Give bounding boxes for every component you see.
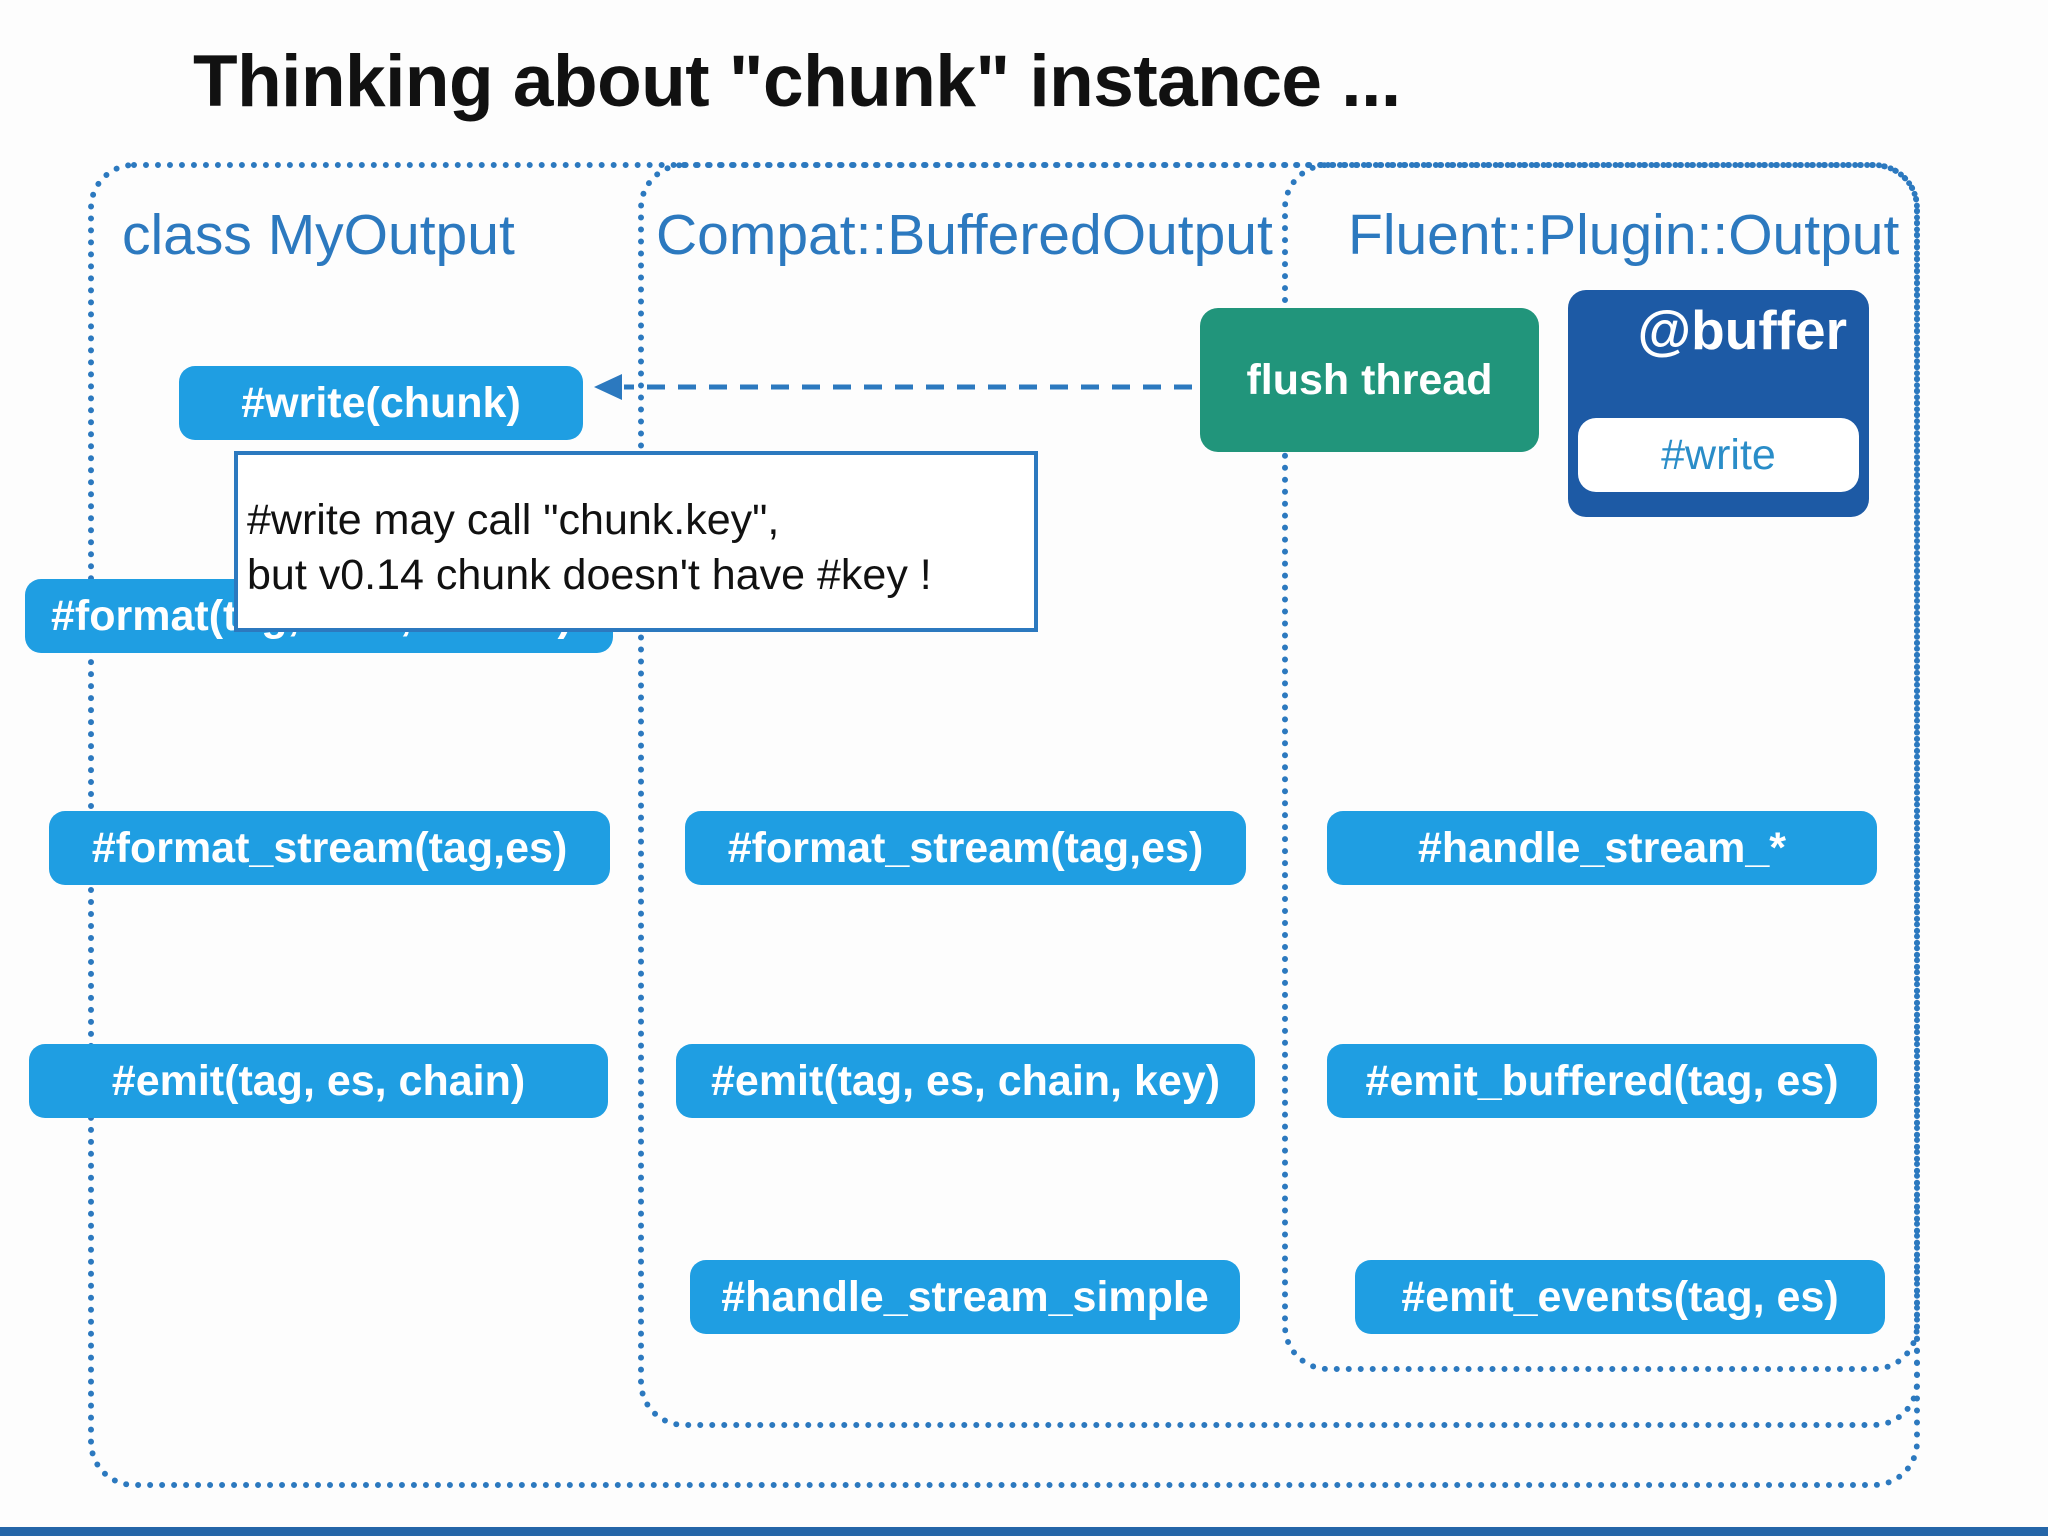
slide-title: Thinking about "chunk" instance ... <box>193 41 1401 122</box>
compat-format-stream-method: #format_stream(tag,es) <box>685 811 1246 885</box>
compat-buffered-output-label: Compat::BufferedOutput <box>656 203 1273 267</box>
fluent-handle-stream-method: #handle_stream_* <box>1327 811 1877 885</box>
compat-emit-method: #emit(tag, es, chain, key) <box>676 1044 1255 1118</box>
buffer-write-method: #write <box>1578 418 1859 492</box>
bottom-bar <box>0 1527 2048 1536</box>
fluent-plugin-output-label: Fluent::Plugin::Output <box>1348 203 1900 267</box>
fluent-emit-events-method: #emit_events(tag, es) <box>1355 1260 1885 1334</box>
my-format-stream-method: #format_stream(tag,es) <box>49 811 610 885</box>
compat-handle-stream-simple-method: #handle_stream_simple <box>690 1260 1240 1334</box>
note-line-2: but v0.14 chunk doesn't have #key ! <box>247 551 932 599</box>
buffer-box: @buffer #write <box>1568 290 1869 517</box>
my-emit-method: #emit(tag, es, chain) <box>29 1044 608 1118</box>
warning-note: #write may call "chunk.key", but v0.14 c… <box>234 451 1038 632</box>
fluent-emit-buffered-method: #emit_buffered(tag, es) <box>1327 1044 1877 1118</box>
my-output-label: class MyOutput <box>122 203 515 267</box>
flush-thread-box: flush thread <box>1200 308 1539 452</box>
fluent-plugin-output-container <box>1282 162 1920 1372</box>
note-line-1: #write may call "chunk.key", <box>247 496 780 544</box>
write-chunk-method: #write(chunk) <box>179 366 583 440</box>
buffer-title: @buffer <box>1637 299 1847 361</box>
